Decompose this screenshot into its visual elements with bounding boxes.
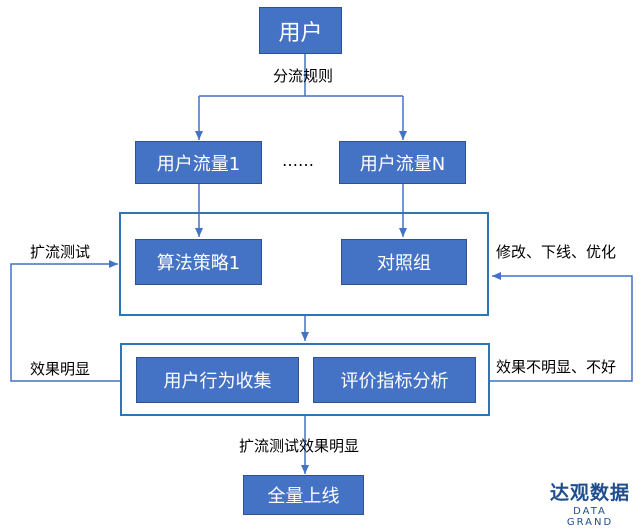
loop-left bbox=[10, 260, 120, 382]
logo-wordmark: 达观数据 bbox=[549, 482, 630, 504]
effect-unclear-label: 效果不明显、不好 bbox=[496, 358, 617, 376]
split-rule-label: 分流规则 bbox=[273, 67, 334, 85]
loop-right bbox=[490, 272, 633, 382]
user-node: 用户 bbox=[259, 7, 342, 54]
datagrand-logo: 达观数据 DATA GRAND bbox=[548, 478, 632, 528]
effect-clear-label: 效果明显 bbox=[30, 360, 91, 378]
behavior-collect-node: 用户行为收集 bbox=[136, 357, 299, 403]
metric-analysis-node: 评价指标分析 bbox=[313, 357, 476, 403]
expand-test-label: 扩流测试 bbox=[30, 243, 91, 261]
logo-subtitle: DATA GRAND bbox=[566, 506, 614, 528]
strategy-1-node: 算法策略1 bbox=[135, 239, 262, 285]
modify-offline-optimize-label: 修改、下线、优化 bbox=[496, 243, 617, 261]
expand-test-effect-clear-label: 扩流测试效果明显 bbox=[239, 437, 360, 455]
traffic-n-node: 用户流量N bbox=[339, 141, 466, 184]
traffic-1-node: 用户流量1 bbox=[135, 141, 262, 184]
full-launch-node: 全量上线 bbox=[243, 475, 364, 515]
control-group-node: 对照组 bbox=[341, 239, 467, 285]
strategy-group-frame bbox=[119, 212, 489, 316]
traffic-ellipsis: …… bbox=[282, 151, 314, 170]
evaluation-group-frame bbox=[120, 343, 490, 416]
